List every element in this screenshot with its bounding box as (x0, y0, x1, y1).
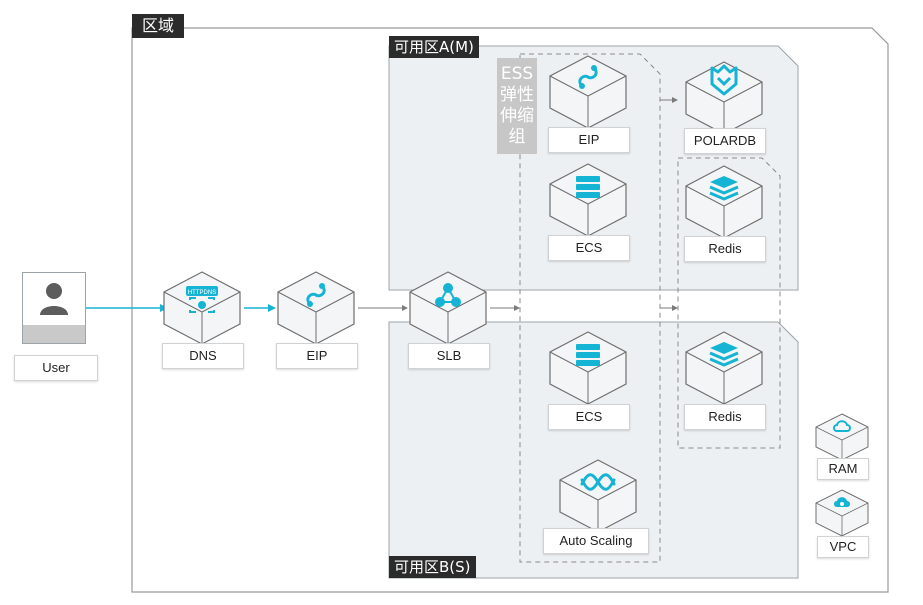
ess-group-border (519, 53, 661, 563)
ess-line-1: ESS (500, 64, 534, 84)
ram-node (814, 412, 870, 462)
redis-group-border (677, 157, 781, 449)
ram-cube (815, 413, 869, 461)
ess-line-2: 弹性 (500, 85, 534, 105)
region-label: 区域 (132, 14, 185, 38)
ram-label: RAM (817, 458, 869, 480)
eip-icon (578, 65, 598, 89)
ecs-a-label: ECS (548, 235, 630, 261)
zone-b-label: 可用区B(S) (389, 556, 476, 578)
ess-line-3: 伸缩 (500, 106, 534, 126)
ecs-icon (576, 344, 600, 366)
redis-icon (709, 176, 739, 201)
ess-line-4: 组 (508, 127, 526, 147)
eip-a-node (546, 52, 630, 152)
eip-label: EIP (276, 343, 358, 369)
vpc-node (814, 488, 870, 538)
httpdns-icon-text: HTTPDNS (188, 290, 216, 296)
httpdns-icon: HTTPDNS (186, 286, 218, 313)
slb-node (406, 268, 490, 368)
user-card-footer (23, 325, 85, 343)
polardb-icon (710, 64, 738, 96)
vpc-label: VPC (817, 536, 869, 558)
polardb-label: POLARDB (684, 128, 766, 154)
ess-group-label: ESS 弹性 伸缩 组 (497, 58, 537, 154)
dns-label: DNS (162, 343, 244, 369)
eip-node (274, 268, 358, 368)
ram-icon (833, 420, 851, 432)
eip-icon (306, 283, 326, 307)
ecs-b-label: ECS (548, 404, 630, 430)
vpc-icon (834, 497, 850, 507)
ecs-b-node (546, 328, 630, 428)
autoscaling-cube (559, 459, 637, 533)
zone-a-label: 可用区A(M) (389, 36, 479, 58)
redis-a-node (682, 162, 766, 262)
ecs-a-cube (549, 163, 627, 237)
user-icon (40, 283, 68, 315)
ecs-a-node (546, 160, 630, 260)
slb-label: SLB (408, 343, 490, 369)
ecs-icon (576, 176, 600, 198)
user-card (22, 272, 86, 344)
redis-b-label: Redis (684, 404, 766, 430)
slb-icon (435, 283, 461, 307)
autoscaling-icon (580, 473, 616, 491)
user-label: User (14, 355, 98, 381)
redis-icon (709, 342, 739, 367)
redis-a-label: Redis (684, 236, 766, 262)
eip-a-label: EIP (548, 127, 630, 153)
eip-a-cube (549, 55, 627, 129)
autoscaling-label: Auto Scaling (543, 528, 649, 554)
region-border (131, 27, 889, 593)
ecs-b-cube (549, 331, 627, 405)
